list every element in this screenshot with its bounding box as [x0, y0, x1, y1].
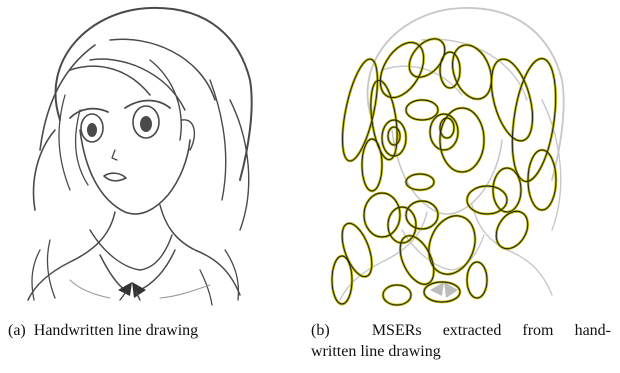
subfigure-caption-a: (a) Handwritten line drawing — [8, 320, 288, 341]
mser-ellipses — [330, 37, 558, 307]
handwritten-drawing-panel — [0, 0, 300, 310]
mser-panel — [302, 0, 620, 310]
subfigure-caption-b: (b) MSERs extracted from hand- written l… — [311, 320, 611, 362]
caption-text-b-line2: written line drawing — [311, 343, 441, 360]
line-drawing-image — [27, 6, 253, 306]
mser-image — [330, 7, 565, 307]
caption-text-b-line1: MSERs extracted from hand- — [371, 322, 611, 339]
subfigure-label-a: (a) — [8, 322, 26, 339]
sketch-face — [27, 6, 253, 306]
caption-line1-b: (b) MSERs extracted from hand- — [311, 320, 611, 341]
subfigure-label-b: (b) — [311, 322, 330, 339]
caption-text-a: Handwritten line drawing — [33, 322, 199, 339]
